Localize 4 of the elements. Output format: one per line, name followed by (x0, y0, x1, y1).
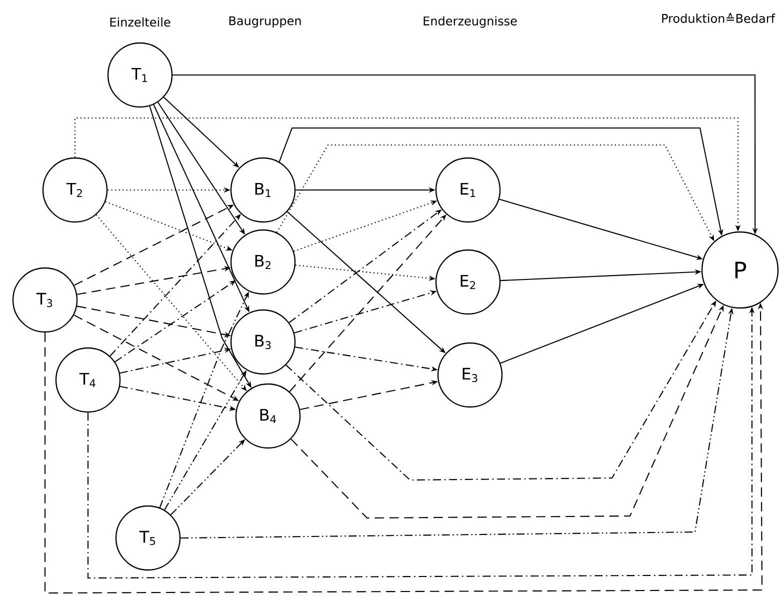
column-heading: Enderzeugnisse (424, 16, 517, 28)
column-heading: Produktion≙Bedarf (662, 13, 776, 23)
column-heading: Baugruppen (229, 16, 301, 28)
column-heading: Einzelteile (110, 17, 170, 27)
